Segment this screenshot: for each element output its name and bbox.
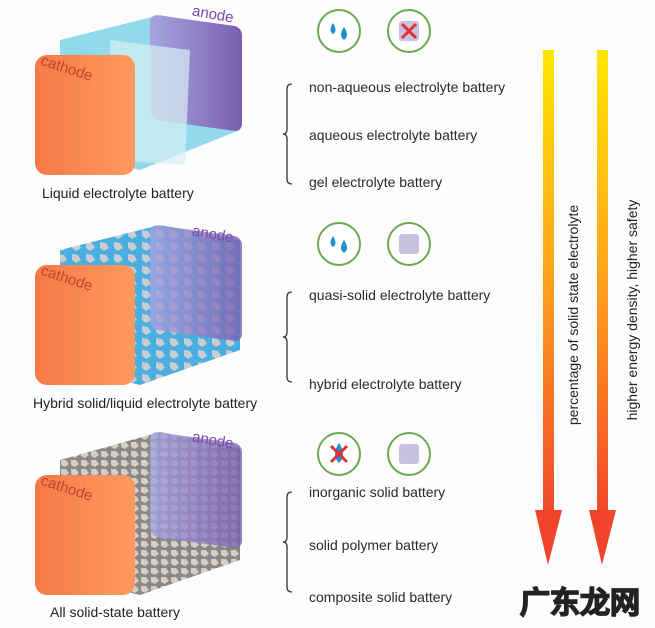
battery-caption: All solid-state battery [50, 604, 180, 620]
liquid-battery-illustration [35, 15, 242, 175]
watermark: 广东龙网 [519, 585, 641, 622]
battery-caption: Hybrid solid/liquid electrolyte battery [33, 395, 258, 411]
battery-type-label: non-aqueous electrolyte battery [309, 79, 506, 95]
solid-battery-illustration [35, 432, 242, 595]
battery-type-label: inorganic solid battery [309, 484, 446, 500]
water-drops-icon [317, 9, 361, 53]
x-mark-icon [387, 9, 431, 53]
battery-type-label: composite solid battery [309, 589, 453, 605]
battery-caption: Liquid electrolyte battery [42, 185, 194, 201]
arrow-label-energy-safety: higher energy density, higher safety [624, 199, 640, 421]
arrow-label-solid-percentage: percentage of solid state electrolyte [565, 204, 581, 426]
battery-type-label: aqueous electrolyte battery [309, 127, 478, 143]
battery-type-label: gel electrolyte battery [309, 174, 443, 190]
arrow-solid-percentage [535, 50, 562, 565]
solid-cube-icon [387, 432, 431, 476]
solid-cube-icon [387, 222, 431, 266]
hybrid-battery-illustration [35, 225, 242, 385]
battery-type-label: solid polymer battery [309, 537, 439, 553]
no-water-icon [317, 432, 361, 476]
water-drops-icon [317, 222, 361, 266]
arrow-energy-safety [589, 50, 616, 565]
battery-type-label: quasi-solid electrolyte battery [309, 287, 491, 303]
battery-type-label: hybrid electrolyte battery [309, 376, 462, 392]
braces [282, 83, 293, 593]
